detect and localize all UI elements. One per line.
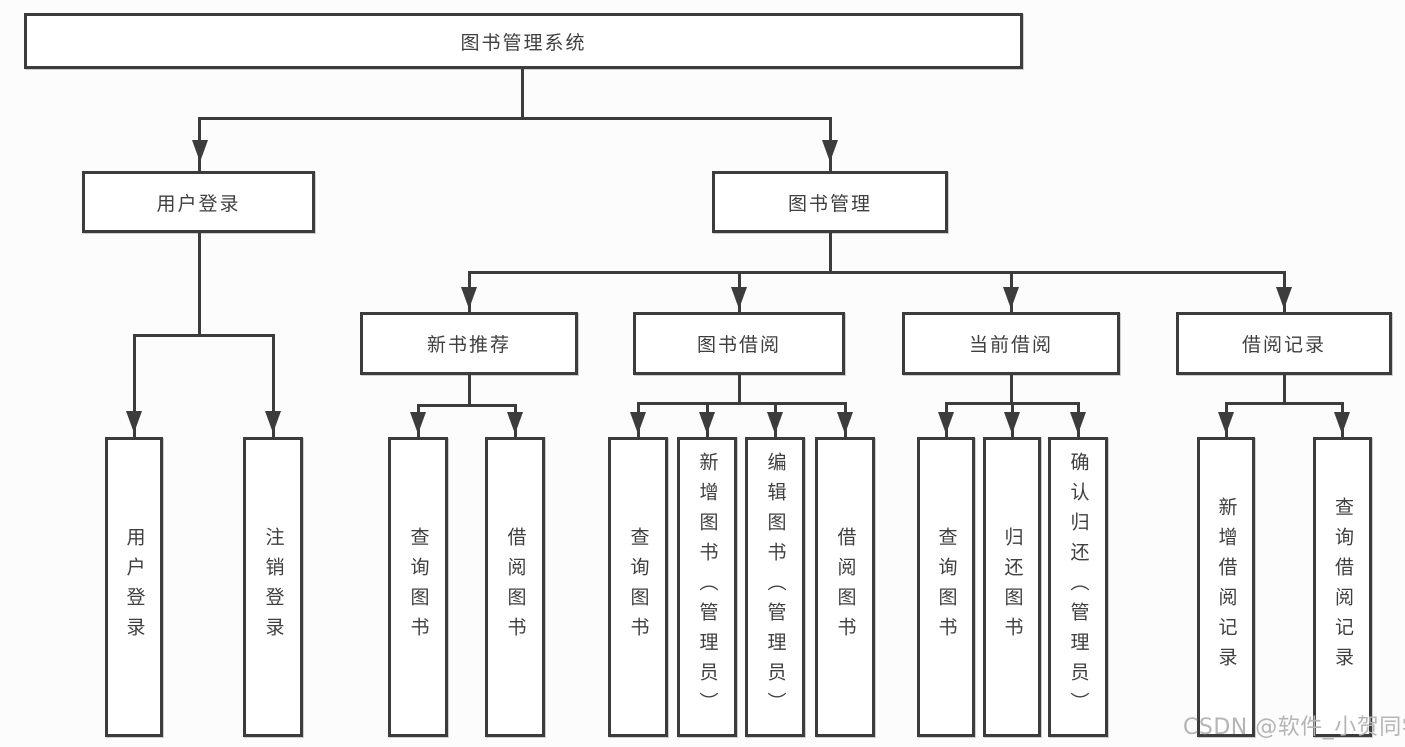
leaf-label: 新增借阅记录 (1215, 497, 1238, 677)
stem-line (737, 375, 741, 404)
node-borrow-records: 借阅记录 (1176, 312, 1392, 375)
leaf-label: 新增图书（管理员） (696, 452, 719, 722)
leaf-label: 查询图书 (627, 527, 650, 647)
stem-line (467, 375, 471, 406)
csdn-watermark: CSDN @软件_小贺同学 (1183, 715, 1405, 740)
stem-line (520, 69, 524, 118)
rail-line (198, 117, 832, 120)
stem-line (198, 233, 201, 336)
node-book-borrow: 图书借阅 (633, 312, 845, 375)
leaf-query-books-borrow: 查询图书 (608, 437, 668, 737)
leaf-confirm-return-admin: 确认归还（管理员） (1048, 437, 1108, 737)
node-label: 图书管理 (787, 192, 872, 215)
rail-line (416, 404, 517, 407)
arrowhead-down-icon (410, 412, 426, 434)
node-label: 图书借阅 (696, 334, 781, 356)
arrowhead-down-icon (767, 412, 783, 434)
arrowhead-down-icon (126, 411, 142, 433)
leaf-label: 查询借阅记录 (1332, 497, 1354, 677)
arrowhead-down-icon (822, 140, 838, 162)
leaf-query-books-recommend: 查询图书 (388, 437, 448, 737)
arrowhead-down-icon (1276, 287, 1292, 309)
leaf-user-login: 用户登录 (105, 437, 163, 737)
arrowhead-down-icon (507, 412, 523, 434)
leaf-borrow-books-recommend: 借阅图书 (485, 437, 545, 737)
rail-line (636, 402, 847, 405)
stem-line (1009, 375, 1013, 404)
arrowhead-down-icon (191, 140, 208, 162)
leaf-edit-book-admin: 编辑图书（管理员） (745, 437, 805, 737)
leaf-label: 查询图书 (407, 527, 430, 647)
rail-line (467, 271, 1286, 274)
node-label: 当前借阅 (968, 334, 1053, 356)
leaf-label: 编辑图书（管理员） (764, 452, 787, 722)
node-root: 图书管理系统 (24, 13, 1023, 69)
rail-line (132, 334, 275, 337)
stem-line (828, 233, 832, 273)
arrowhead-down-icon (265, 411, 281, 433)
node-book-management: 图书管理 (712, 171, 948, 233)
leaf-add-book-admin: 新增图书（管理员） (677, 437, 737, 737)
node-label: 借阅记录 (1241, 334, 1326, 356)
node-root-label: 图书管理系统 (460, 31, 587, 54)
arrowhead-down-icon (1334, 412, 1350, 434)
arrowhead-down-icon (630, 412, 646, 434)
drop-line (271, 337, 275, 437)
arrowhead-down-icon (1003, 287, 1019, 309)
leaf-label: 归还图书 (1001, 527, 1024, 647)
arrowhead-down-icon (1218, 412, 1234, 434)
rail-line (944, 402, 1080, 405)
leaf-query-books-current: 查询图书 (917, 437, 975, 737)
leaf-label: 查询图书 (935, 527, 958, 647)
leaf-label: 用户登录 (123, 527, 146, 647)
node-new-book-recommend: 新书推荐 (360, 312, 578, 375)
rail-line (1224, 402, 1344, 405)
arrowhead-down-icon (461, 287, 477, 309)
arrowhead-down-icon (699, 412, 715, 434)
node-label: 用户登录 (156, 192, 241, 215)
leaf-return-books: 归还图书 (983, 437, 1041, 737)
leaf-add-borrow-record: 新增借阅记录 (1197, 437, 1255, 737)
stem-line (1282, 375, 1286, 404)
arrowhead-down-icon (938, 412, 954, 434)
arrowhead-down-icon (731, 287, 747, 309)
node-label: 新书推荐 (426, 334, 511, 356)
leaf-logout: 注销登录 (243, 437, 303, 737)
node-current-borrow: 当前借阅 (902, 312, 1120, 375)
node-user-login: 用户登录 (82, 171, 315, 233)
leaf-label: 注销登录 (262, 527, 285, 647)
leaf-query-borrow-record: 查询借阅记录 (1313, 437, 1372, 737)
leaf-label: 确认归还（管理员） (1067, 452, 1090, 722)
leaf-label: 借阅图书 (504, 527, 527, 647)
leaf-borrow-books: 借阅图书 (815, 437, 875, 737)
arrowhead-down-icon (837, 412, 853, 434)
arrowhead-down-icon (1004, 412, 1020, 434)
arrowhead-down-icon (1070, 412, 1086, 434)
drop-line (132, 337, 136, 437)
leaf-label: 借阅图书 (834, 527, 857, 647)
